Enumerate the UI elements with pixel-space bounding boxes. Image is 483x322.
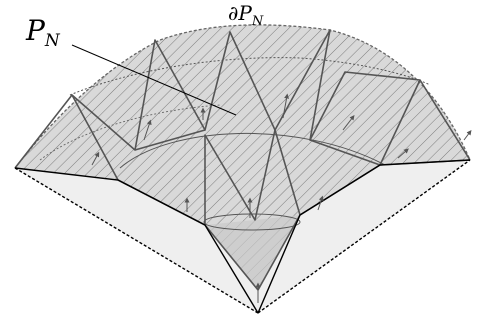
- normal-arrow: [397, 148, 409, 159]
- polytope-label: PN: [25, 14, 61, 51]
- normal-arrows: [91, 93, 472, 303]
- front-face-bottom: [205, 215, 300, 290]
- normal-arrow: [91, 151, 100, 166]
- base-outline: [14, 159, 471, 314]
- normal-arrow: [463, 130, 472, 141]
- normal-arrow: [282, 93, 290, 119]
- normal-arrow: [143, 119, 152, 141]
- normal-arrow: [342, 115, 355, 131]
- front-face-left: [118, 135, 205, 225]
- inner-dashed-ring: [69, 57, 431, 96]
- dome-surface: [15, 24, 470, 290]
- label-pointer-line: [71, 44, 237, 116]
- boundary-label: ∂PN: [228, 1, 264, 29]
- inner-dashed-ring-2: [39, 104, 221, 161]
- ring-middle: [119, 133, 386, 169]
- normal-arrow: [317, 195, 324, 211]
- ring-lower: [203, 213, 301, 231]
- boundary-arc: [14, 24, 471, 169]
